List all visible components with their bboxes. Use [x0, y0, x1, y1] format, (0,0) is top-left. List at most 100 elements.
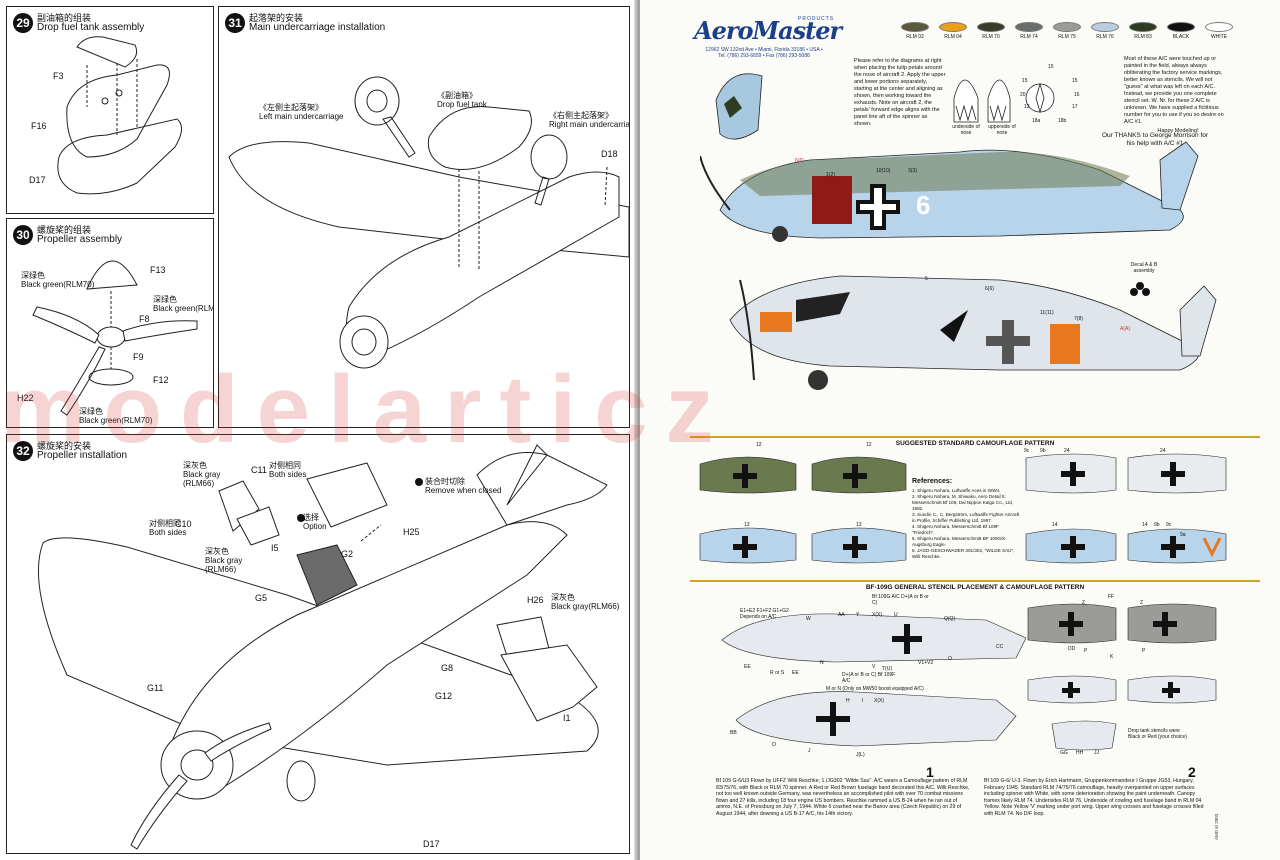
step-31-number: 31 [225, 13, 245, 33]
part-h26: H26 [527, 595, 544, 605]
color-swatch-chip [1167, 22, 1195, 32]
color-swatch: RLM 02 [900, 22, 930, 40]
h26-color-zh: 深灰色 [551, 593, 575, 602]
page-gutter [634, 0, 644, 860]
color-swatch-label: RLM 74 [1020, 34, 1038, 40]
c11-color-code: (RLM66) [183, 479, 215, 488]
step-32-title-en: Propeller installation [37, 450, 128, 461]
stencil-dd: DD [1068, 646, 1076, 652]
color-swatch-label: RLM 02 [906, 34, 924, 40]
label-drop-tank-zh: 《副油箱》 [437, 91, 477, 100]
color-swatch-chip [1091, 22, 1119, 32]
part-h25: H25 [403, 527, 420, 537]
stencil-drop-tank: Drop tank stencils were Black or Red (yo… [1128, 728, 1187, 740]
part-g12: G12 [435, 691, 453, 701]
stencil-v: V [872, 664, 876, 670]
camo-num-9b: 9b [1040, 448, 1046, 454]
stencil-bf109f: D+(A or B or C) Bf 109F A/C [842, 672, 896, 684]
remove-note-en: Remove when closed [425, 486, 502, 495]
color-swatch-chip [1205, 22, 1233, 32]
color-swatch-chip [939, 22, 967, 32]
stencil-h: H [846, 698, 850, 704]
c11-color-zh: 深灰色 [183, 461, 207, 470]
dim-16: 16 [1074, 92, 1080, 98]
propeller-installation-drawing [38, 444, 608, 850]
dim-17: 17 [1072, 104, 1078, 110]
color-swatch-chip [901, 22, 929, 32]
color-swatch-label: RLM 75 [1058, 34, 1076, 40]
camo-num-13-a: 13 [744, 522, 750, 528]
reference-item: 6. JAGD-GESCHWADER 301/302, "WILDE SAU",… [912, 548, 1015, 559]
part-h22: H22 [17, 393, 34, 403]
aeromaster-logo: AeroMaster PRODUCTS 12962 SW 132nd Ave •… [694, 16, 842, 59]
reference-item: 3. Sundin C., C. Bergström, Luftwaffe Fi… [912, 512, 1020, 523]
stencil-xx: X(X) [872, 612, 882, 618]
camo-num-13-b: 13 [856, 522, 862, 528]
stencil-mn: M or N (Only on MW50 boost equipped A/C) [826, 686, 924, 692]
dim-18a: 18a [1032, 118, 1041, 124]
color-note-bottom-zh: 深绿色 [79, 407, 103, 416]
camo-num-14-b: 14 [1142, 522, 1148, 528]
stencil-u: U [894, 612, 898, 618]
stencil-qq: Q(Q) [944, 616, 956, 622]
color-swatch: WHITE [1204, 22, 1234, 40]
stencil-gg: GG [1060, 750, 1068, 756]
color-swatch-label: WHITE [1210, 34, 1228, 40]
color-swatch: BLACK [1166, 22, 1196, 40]
stencil-bf109g: Bf 109G A/C D+(A or B or C) [872, 594, 929, 606]
ac1-mark-3: 3(3) [908, 168, 917, 174]
part-i1: I1 [563, 713, 571, 723]
color-swatch-chip [977, 22, 1005, 32]
step-32-title-zh: 螺旋桨的安装 [37, 441, 92, 451]
part-g5: G5 [255, 593, 268, 603]
stencil-j: J [808, 748, 811, 754]
caption-1-number: 1 [926, 764, 934, 780]
dim-15-c: 15 [1072, 78, 1078, 84]
label-left-undercarriage-en: Left main undercarriage [259, 112, 344, 121]
c11-both-sides-en: Both sides [269, 470, 307, 479]
references-title: References: [912, 478, 953, 485]
part-f12: F12 [153, 375, 169, 385]
reference-item: 2. Shigeru Nohara, M. Shiwaku, Aero Deta… [912, 494, 1014, 511]
label-drop-tank: 《副油箱》Drop fuel tank [437, 91, 487, 109]
camo-num-9a: 9a [1180, 532, 1186, 538]
stencil-o2: O [772, 742, 776, 748]
ac1-mark-10: 10(10) [876, 168, 891, 174]
part-d17-bottom: D17 [423, 839, 440, 849]
step-30-title-en: Propeller assembly [37, 234, 123, 245]
c10-color-en: Black gray [205, 556, 243, 565]
stencil-v12: V1+V2 [918, 660, 934, 666]
stencil-z: Z [1082, 600, 1086, 606]
part-c10: C10 [175, 519, 192, 529]
camo-num-12-b: 12 [866, 442, 872, 448]
stencil-k: K [1110, 654, 1114, 660]
color-swatch-label: RLM 83 [1134, 34, 1152, 40]
part-f8: F8 [139, 314, 150, 324]
h26-color-en: Black gray(RLM66) [551, 602, 620, 611]
color-note-right-en: Black green(RLM70) [153, 304, 214, 313]
color-swatch: RLM 04 [938, 22, 968, 40]
color-swatch: RLM 70 [976, 22, 1006, 40]
reference-item: 5. Shigeru Nohara, Messerschmitt BF 109G… [912, 536, 1006, 547]
part-f9: F9 [133, 352, 144, 362]
ac1-mark-6: 6(6) [795, 158, 804, 164]
brand-name: AeroMaster [694, 16, 842, 45]
color-swatch: RLM 75 [1052, 22, 1082, 40]
camo-num-9b-b: 9b [1154, 522, 1160, 528]
happy-modeling: Happy Modeling! [1157, 128, 1199, 134]
brand-address-2: Tel. (786) 293-6659 • Fax (786) 293-5086 [718, 53, 810, 59]
label-right-undercarriage-en: Right main undercarriage [549, 120, 630, 129]
camo-num-9c-b: 9c [1166, 522, 1172, 528]
remove-note-zh: 装合时切除 [425, 477, 465, 486]
tulip-instructions: Please refer to the diagrams at right wh… [854, 58, 946, 127]
c11-both-sides-zh: 对侧相同 [269, 461, 301, 470]
caption-2-number: 2 [1188, 764, 1196, 780]
